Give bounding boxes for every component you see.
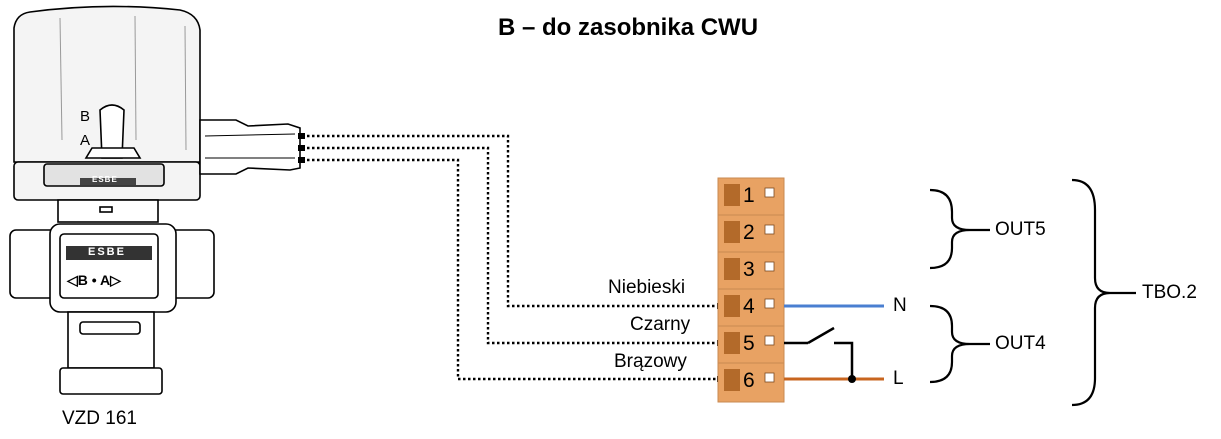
conductor-label-n: N	[893, 295, 907, 316]
relay-switch	[784, 326, 854, 379]
valve-brand-logo: ESBE	[88, 246, 126, 258]
wire-label-czarny: Czarny	[630, 314, 691, 335]
valve-actuator	[9, 5, 301, 395]
terminal-number-3: 3	[743, 258, 755, 281]
wire-end-markers	[298, 133, 723, 382]
device-label: VZD 161	[62, 408, 137, 429]
actuator-position-a: A	[80, 132, 91, 149]
dotted-wires	[302, 134, 720, 381]
terminal-number-5: 5	[743, 332, 755, 355]
wire-label-brazowy: Brązowy	[614, 351, 687, 372]
actuator-position-b: B	[80, 108, 91, 125]
junction-dot	[848, 375, 856, 383]
braces	[929, 178, 1111, 407]
terminal-number-2: 2	[743, 221, 755, 244]
wire-label-niebieski: Niebieski	[608, 277, 686, 298]
terminal-number-1: 1	[743, 184, 755, 207]
terminal-number-4: 4	[743, 295, 755, 318]
diagram-title: B – do zasobnika CWU	[498, 14, 759, 41]
actuator-brand-logo: ESBE	[92, 175, 118, 184]
conductor-label-l: L	[893, 368, 904, 389]
group-label-out5: OUT5	[995, 219, 1046, 240]
terminal-number-6: 6	[743, 369, 755, 392]
terminal-block	[717, 177, 785, 403]
group-label-tbo: TBO.2	[1142, 282, 1197, 303]
group-label-out4: OUT4	[995, 333, 1046, 354]
valve-dial-marking: ◁B • A▷	[67, 272, 121, 288]
brace-leaders	[970, 228, 1136, 346]
